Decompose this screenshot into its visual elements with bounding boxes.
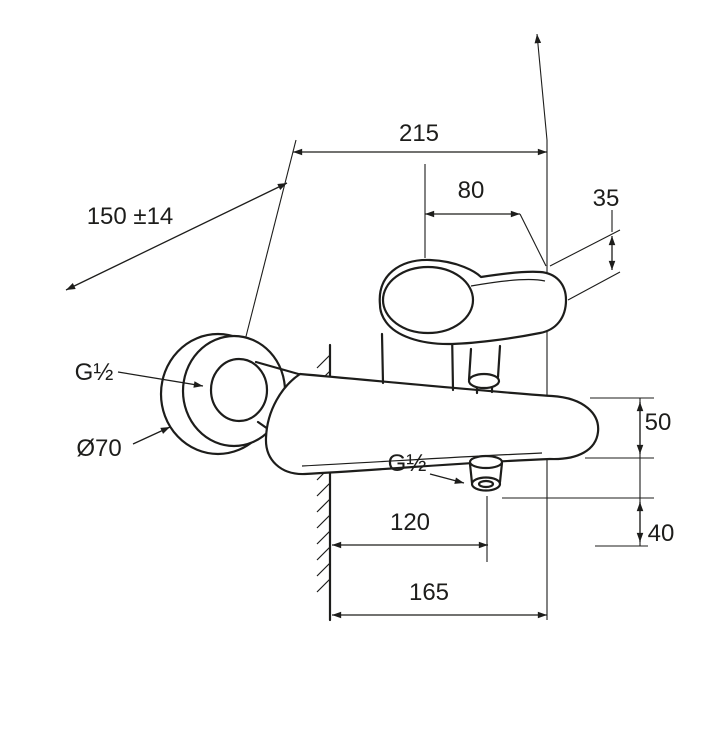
leader-escutcheon-diameter: [132, 426, 171, 445]
escutcheon-diameter-label: Ø70: [76, 435, 121, 462]
lever-crease-line: [470, 279, 546, 287]
faucet-drawing: [159, 258, 600, 492]
outlet-face: [470, 476, 502, 492]
diverter-knob-base: [467, 372, 501, 390]
wall-union: [209, 357, 269, 423]
dimension-lines: [65, 148, 654, 619]
extension-35: [549, 210, 621, 301]
extension-left-diagonal: [239, 139, 297, 361]
leader-outlet-thread: [429, 473, 465, 484]
dim-handle-end-height-label: 35: [593, 185, 620, 212]
extension-top-diagonal: [534, 33, 548, 141]
dim-line-150: [65, 182, 288, 291]
dim-connection-distance-label: 150 ±14: [87, 203, 174, 230]
dim-outlet-height-label: 40: [648, 520, 675, 547]
dimension-labels: 215 80 35 150 ±14 G½ Ø70 G½ 50 40 120 16…: [75, 120, 675, 606]
outlet-sides: [468, 461, 504, 485]
wall-thread-label: G½: [75, 359, 114, 386]
diverter-neck: [475, 386, 494, 395]
outlet-thread: [477, 479, 495, 489]
dim-handle-length-label: 80: [458, 177, 485, 204]
lever-cap-face: [381, 265, 475, 335]
leader-wall-thread: [117, 371, 204, 388]
dim-total-projection-label: 165: [409, 579, 449, 606]
diverter-knob-sides: [467, 344, 502, 382]
outlet-flange: [468, 454, 504, 470]
extension-50-40: [502, 397, 654, 547]
dim-body-height-label: 50: [645, 409, 672, 436]
body-outline: [264, 372, 600, 476]
outlet-thread-label: G½: [388, 450, 427, 477]
body-contour-line: [301, 452, 543, 467]
dim-top-width-label: 215: [399, 120, 439, 147]
extension-80-right: [519, 213, 547, 267]
dim-outlet-projection-label: 120: [390, 509, 430, 536]
